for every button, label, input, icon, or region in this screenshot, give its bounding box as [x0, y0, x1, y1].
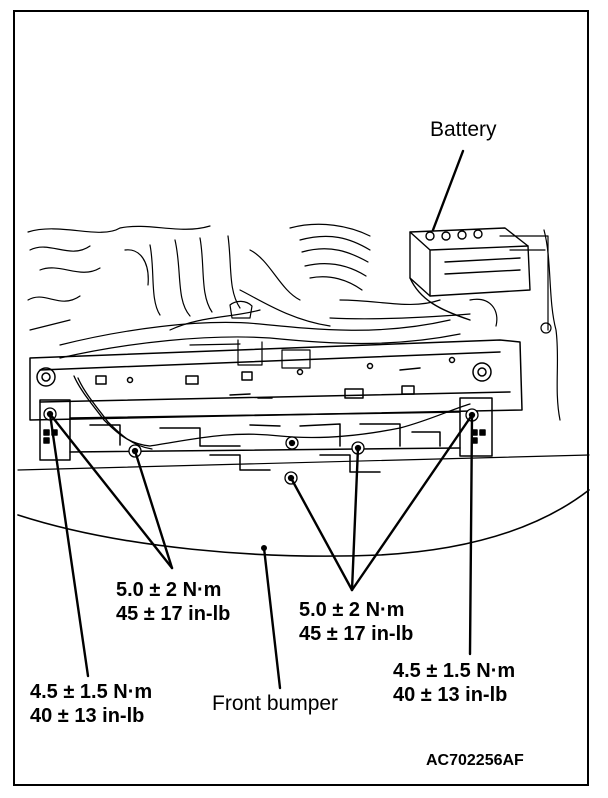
- front-bumper-leader-line: [262, 546, 282, 690]
- front-bumper-outline: [17, 489, 590, 557]
- battery-label: Battery: [430, 118, 497, 141]
- diagram-frame: [13, 10, 589, 786]
- torque-center-left: 5.0 ± 2 N·m 45 ± 17 in-lb: [116, 578, 230, 626]
- leader-lines: [48, 149, 474, 690]
- torque-center-right: 5.0 ± 2 N·m 45 ± 17 in-lb: [299, 598, 413, 646]
- torque-center-left-nm: 5.0 ± 2 N·m: [116, 579, 222, 601]
- front-bumper-pointer-dot-icon: [261, 545, 267, 551]
- leader-center-left-b: [133, 449, 174, 570]
- torque-outer-right-nm: 4.5 ± 1.5 N·m: [393, 660, 516, 682]
- torque-outer-left-inlb: 40 ± 13 in-lb: [30, 705, 145, 727]
- torque-outer-right: 4.5 ± 1.5 N·m 40 ± 13 in-lb: [393, 659, 515, 707]
- torque-outer-left: 4.5 ± 1.5 N·m 40 ± 13 in-lb: [30, 680, 152, 728]
- front-crossmember: [29, 339, 523, 421]
- battery-terminal-icon: [425, 231, 435, 241]
- engine-bay-detail: [27, 223, 561, 421]
- leader-center-right-a: [289, 476, 354, 592]
- torque-center-right-nm: 5.0 ± 2 N·m: [299, 599, 405, 621]
- battery-leader-line: [431, 149, 465, 232]
- leader-center-right-c: [350, 413, 474, 592]
- bolt-center-a-icon: [285, 436, 299, 450]
- bumper-reinforcement: [39, 397, 493, 473]
- torque-outer-left-nm: 4.5 ± 1.5 N·m: [30, 681, 153, 703]
- wiring-harness: [73, 375, 471, 450]
- leader-center-left-a: [48, 412, 174, 570]
- leader-center-right-b: [350, 446, 360, 592]
- leader-outer-right: [468, 413, 474, 656]
- torque-center-right-inlb: 45 ± 17 in-lb: [299, 623, 414, 645]
- torque-center-left-inlb: 45 ± 17 in-lb: [116, 603, 231, 625]
- battery-outline: [409, 227, 531, 321]
- front-bumper-label: Front bumper: [212, 692, 339, 715]
- figure-code: AC702256AF: [426, 752, 524, 769]
- leader-outer-left: [48, 412, 90, 678]
- torque-outer-right-inlb: 40 ± 13 in-lb: [393, 684, 508, 706]
